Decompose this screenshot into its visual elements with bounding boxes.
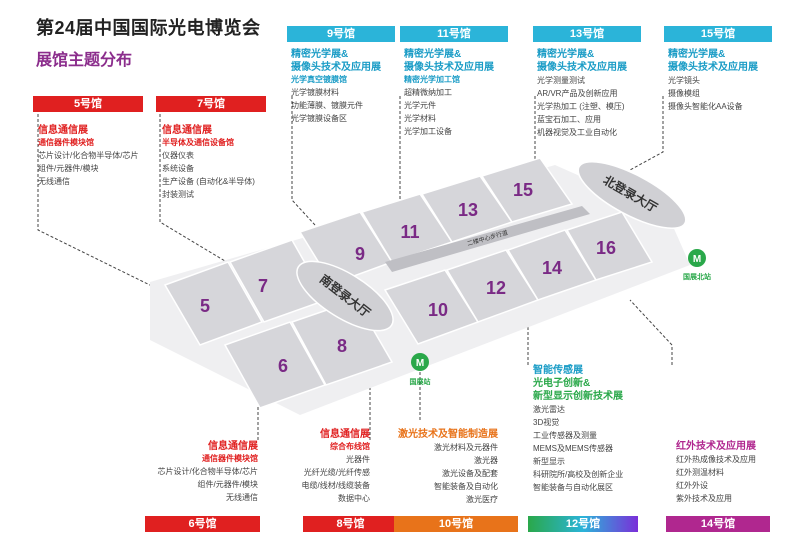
north-lobby-shape <box>577 161 687 229</box>
hall-number-6: 6 <box>278 356 288 376</box>
hall-10-header: 10号馆 <box>394 516 518 532</box>
hall-number-7: 7 <box>258 276 268 296</box>
leader-15 <box>629 96 664 171</box>
hall-5-block <box>163 261 264 346</box>
hall-9-panel: 精密光学展& 摄像头技术及应用展 光学真空镀膜馆 光学镀膜材料 功能薄膜、镀膜元… <box>291 49 381 123</box>
hall-number-10: 10 <box>428 300 448 320</box>
svg-text:M: M <box>416 358 424 369</box>
hall-number-15: 15 <box>513 180 533 200</box>
hall-6-block <box>223 321 327 409</box>
hall-number-5: 5 <box>200 296 210 316</box>
hall-number-16: 16 <box>596 238 616 258</box>
hall-5-header: 5号馆 <box>33 96 143 112</box>
hall-16-block <box>565 211 654 281</box>
page-title: 第24届中国国际光电博览会 <box>36 18 261 38</box>
hall-14-panel: 红外技术及应用展 红外热成像技术及应用 红外测温材料 红外外设 紫外技术及应用 <box>676 441 756 503</box>
metro-south-icon <box>411 353 429 371</box>
hall-11-header: 11号馆 <box>400 26 508 42</box>
metro-north-icon <box>688 249 706 267</box>
hall-7-panel: 信息通信展 半导体及通信设备馆 仪器仪表 系统设备 生产设备 (自动化&半导体)… <box>162 125 255 199</box>
hall-12-header: 12号馆 <box>528 516 638 532</box>
hall-11-panel: 精密光学展& 摄像头技术及应用展 精密光学加工馆 超精微纳加工 光学元件 光学材… <box>404 49 494 136</box>
hall-7-header: 7号馆 <box>156 96 266 112</box>
hall-15-block <box>480 157 574 223</box>
hall-8-panel: 信息通信展 综合布线馆 光器件 光纤光缆/光纤传感 电缆/线材/线缆装备 数据中… <box>301 429 370 503</box>
hall-9-header: 9号馆 <box>287 26 395 42</box>
hall-6-header: 6号馆 <box>145 516 260 532</box>
hall-number-12: 12 <box>486 278 506 298</box>
hall-8-header: 8号馆 <box>303 516 398 532</box>
corridor-shape <box>385 206 590 272</box>
svg-text:M: M <box>693 254 701 265</box>
leader-5 <box>37 114 161 291</box>
south-lobby-shape <box>296 260 394 332</box>
page-subtitle: 展馆主题分布 <box>36 52 133 69</box>
hall-number-11: 11 <box>400 222 419 242</box>
hall-15-panel: 精密光学展& 摄像头技术及应用展 光学镜头 摄像模组 摄像头智能化AA设备 <box>668 49 758 111</box>
hall-10-panel: 激光技术及智能制造展 激光材料及元器件 激光器 激光设备及配套 智能装备及自动化… <box>398 429 498 504</box>
leader-13 <box>459 96 536 186</box>
leader-7 <box>159 114 241 271</box>
hall-15-header: 15号馆 <box>664 26 772 42</box>
hall-number-8: 8 <box>337 336 347 356</box>
hall-number-14: 14 <box>542 258 562 278</box>
metro-south-label: 国展站 <box>410 377 431 386</box>
hall-12-panel: 智能传感展 光电子创新& 新型显示创新技术展 激光雷达 3D视觉 工业传感器及测… <box>533 365 624 492</box>
hall-6-panel: 信息通信展 通信器件模块馆 芯片设计/化合物半导体/芯片 组件/元器件/模块 无… <box>157 441 258 502</box>
hall-blocks <box>163 157 654 409</box>
hall-number-13: 13 <box>458 200 478 220</box>
hall-13-header: 13号馆 <box>533 26 641 42</box>
leader-9 <box>291 96 316 226</box>
hall-13-panel: 精密光学展& 摄像头技术及应用展 光学测量测试 AR/VR产品及创新应用 光学热… <box>537 49 627 137</box>
metro-north-label: 国展北站 <box>683 272 711 281</box>
hall-5-panel: 信息通信展 通信器件模块馆 芯片设计/化合物半导体/芯片 组件/元器件/模块 无… <box>38 125 139 186</box>
hall-number-9: 9 <box>355 244 365 264</box>
leader-14 <box>629 299 673 365</box>
hall-14-header: 14号馆 <box>666 516 770 532</box>
